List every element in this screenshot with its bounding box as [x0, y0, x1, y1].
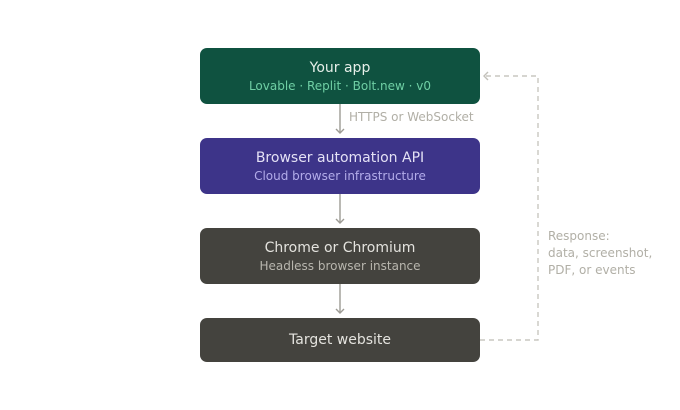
node-your-app: Your app Lovable · Replit · Bolt.new · v… — [200, 48, 480, 104]
node-chrome: Chrome or Chromium Headless browser inst… — [200, 228, 480, 284]
response-return-path — [480, 71, 539, 341]
node-chrome-subtitle: Headless browser instance — [259, 258, 421, 273]
node-browser-automation-api-title: Browser automation API — [255, 149, 425, 166]
node-your-app-title: Your app — [309, 59, 371, 76]
node-chrome-title: Chrome or Chromium — [264, 239, 416, 256]
edge-label-response-line-2: data, screenshot, — [548, 246, 653, 260]
node-browser-automation-api-subtitle: Cloud browser infrastructure — [254, 168, 426, 183]
node-browser-automation-api: Browser automation API Cloud browser inf… — [200, 138, 480, 194]
edge-label-https: HTTPS or WebSocket — [349, 110, 474, 124]
node-your-app-subtitle: Lovable · Replit · Bolt.new · v0 — [248, 78, 432, 93]
edge-label-response-line-1: Response: — [548, 229, 610, 243]
edge-label-response: Response: data, screenshot, PDF, or even… — [548, 228, 652, 279]
node-target-website-title: Target website — [289, 332, 391, 348]
edge-label-response-line-3: PDF, or events — [548, 263, 636, 277]
node-target-website: Target website — [200, 318, 480, 362]
